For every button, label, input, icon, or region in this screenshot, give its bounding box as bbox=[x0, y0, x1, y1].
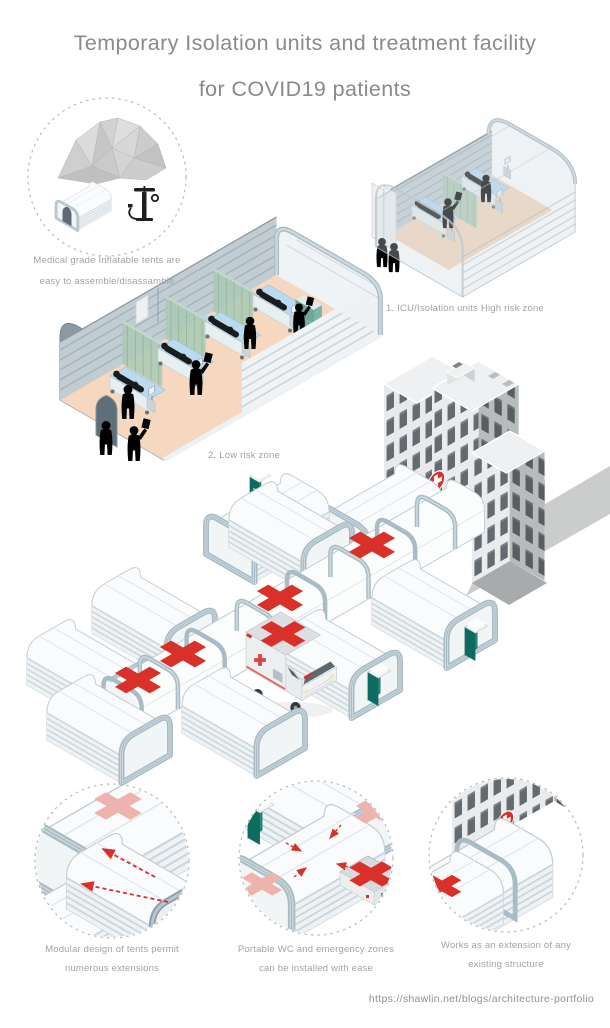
modular-detail-circle bbox=[0, 764, 188, 937]
building-ground-shadow bbox=[471, 561, 547, 605]
mini-tube-tent-illustration bbox=[56, 182, 111, 231]
wc-circle-border bbox=[238, 780, 394, 936]
wc-caption-line2: can be installed with ease bbox=[259, 963, 373, 974]
tent-complex-illustration bbox=[27, 465, 495, 783]
icu-caption: 1. ICU/Isolation units High risk zone bbox=[386, 303, 544, 314]
deflated-dome-illustration bbox=[57, 117, 167, 185]
install-arrows bbox=[285, 824, 354, 878]
extension-caption-line2: existing structure bbox=[468, 959, 544, 970]
page-title-line2: for COVID19 patients bbox=[198, 77, 412, 101]
low-risk-caption: 2. Low risk zone bbox=[208, 450, 280, 461]
intro-tent-illustration bbox=[27, 97, 187, 257]
inflatable-caption-line2: easy to assemble/disassamble bbox=[39, 276, 175, 287]
air-pump-icon bbox=[128, 186, 160, 221]
extension-arrows bbox=[80, 848, 169, 903]
low-risk-unit-illustration bbox=[59, 216, 383, 463]
extension-circle-border bbox=[428, 777, 584, 933]
extension-caption-line1: Works as an extension of any bbox=[440, 940, 572, 951]
icu-tent-shell bbox=[374, 118, 578, 298]
tent-end-arch bbox=[274, 226, 383, 335]
extension-detail-circle bbox=[430, 779, 582, 971]
inflatable-caption-line1: Medical grade Inflatable tents are bbox=[33, 255, 181, 266]
page-title-line1: Temporary Isolation units and treatment … bbox=[73, 31, 537, 55]
icu-unit-illustration bbox=[371, 118, 578, 298]
source-url: https://shawlin.net/blogs/architecture-p… bbox=[368, 993, 594, 1005]
wc-caption-line1: Portable WC and emergency zones bbox=[237, 944, 395, 955]
modular-circle-border bbox=[34, 783, 190, 939]
modular-caption-line1: Modular design of tents permit bbox=[45, 944, 179, 955]
intro-circle-border bbox=[27, 97, 187, 257]
modular-caption-line2: numerous extensions bbox=[64, 963, 160, 974]
